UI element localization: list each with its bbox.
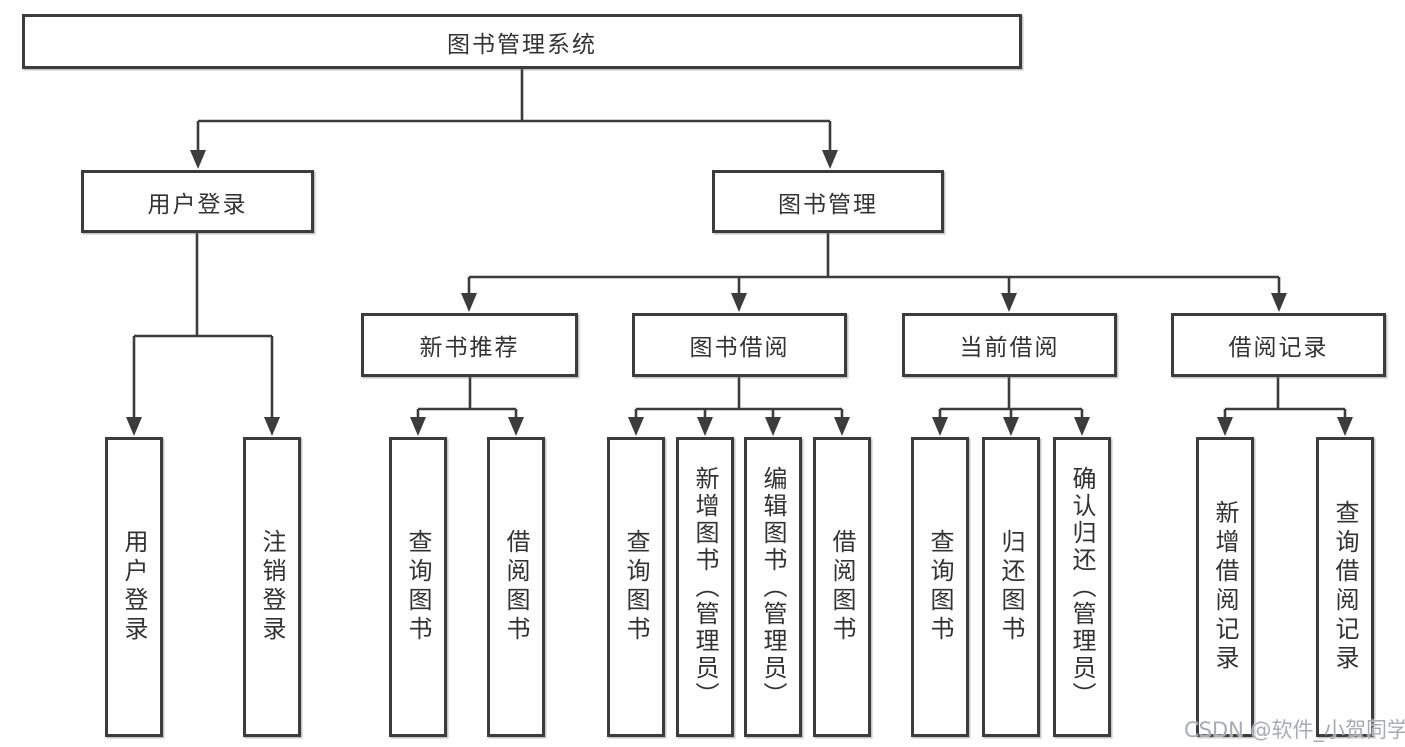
leaf-label: 编辑图书（管理员） [759,465,787,709]
arrowhead [461,293,477,312]
connector-new-book-recommend-to-leaves [416,377,518,421]
arrowhead [1271,293,1287,312]
leaf-current-query-books: 查询图书 [911,437,969,737]
leaf-label: 查询借阅记录 [1331,500,1359,674]
connector-path [634,377,844,421]
connector-path [416,377,518,421]
arrowhead [834,417,850,436]
leaf-label: 查询图书 [622,529,650,645]
leaf-label: 确认归还（管理员） [1068,465,1096,709]
arrowhead [628,417,644,436]
leaf-return-books: 归还图书 [982,437,1040,737]
connector-borrow-records-to-leaves [1223,377,1347,421]
node-label: 图书借阅 [689,335,790,361]
arrowhead [410,417,426,436]
connector-path [1223,377,1347,421]
node-new-book-recommend: 新书推荐 [361,313,578,377]
node-root: 图书管理系统 [22,14,1022,69]
arrowhead [1003,417,1019,436]
arrowhead [508,417,524,436]
leaf-label: 新增图书（管理员） [691,465,719,709]
connector-current-borrow-to-leaves [938,377,1084,421]
node-label: 新书推荐 [419,335,520,361]
leaf-borrow-books: 借阅图书 [813,437,871,737]
connector-book-management-to-level3 [467,233,1281,297]
node-book-borrow: 图书借阅 [632,313,847,377]
arrowhead [765,417,781,436]
leaf-confirm-return-admin: 确认归还（管理员） [1053,437,1111,737]
leaf-user-login: 用户登录 [105,437,163,737]
node-label: 图书管理系统 [447,31,597,58]
arrowhead [1337,417,1353,436]
connector-path [196,69,832,154]
leaf-query-borrow-record: 查询借阅记录 [1316,437,1374,737]
leaf-recommend-query-books: 查询图书 [389,437,447,737]
leaf-label: 用户登录 [120,529,148,645]
leaf-label: 借阅图书 [502,529,530,645]
leaf-label: 查询图书 [404,529,432,645]
node-label: 用户登录 [147,191,248,218]
node-label: 借阅记录 [1228,335,1329,361]
node-label: 当前借阅 [959,335,1060,361]
connector-path [938,377,1084,421]
leaf-label: 新增借阅记录 [1211,500,1239,674]
node-borrow-records: 借阅记录 [1171,313,1386,377]
connector-path [467,233,1281,297]
leaf-borrow-query-books: 查询图书 [607,437,665,737]
node-current-borrow: 当前借阅 [902,313,1117,377]
connector-path [132,233,274,421]
arrowhead [264,417,280,436]
arrowhead [126,417,142,436]
arrowhead [731,293,747,312]
leaf-logout: 注销登录 [243,437,301,737]
node-user-login: 用户登录 [81,170,314,233]
arrowhead [822,150,838,169]
arrowhead [1001,293,1017,312]
node-label: 图书管理 [778,191,878,218]
leaf-label: 查询图书 [926,529,954,645]
connector-user-login-to-leaves [132,233,274,421]
leaf-label: 归还图书 [997,529,1025,645]
leaf-add-borrow-record: 新增借阅记录 [1196,437,1254,737]
node-book-management: 图书管理 [712,170,944,233]
arrowhead [1217,417,1233,436]
leaf-recommend-borrow-books: 借阅图书 [487,437,545,737]
leaf-edit-book-admin: 编辑图书（管理员） [744,437,802,737]
connector-root-to-level2 [196,69,832,154]
arrowhead [932,417,948,436]
leaf-label: 借阅图书 [828,529,856,645]
arrowhead [1074,417,1090,436]
arrowheads [126,150,1353,436]
leaf-add-book-admin: 新增图书（管理员） [676,437,734,737]
arrowhead [697,417,713,436]
leaf-label: 注销登录 [258,529,286,645]
connector-book-borrow-to-leaves [634,377,844,421]
arrowhead [190,150,206,169]
